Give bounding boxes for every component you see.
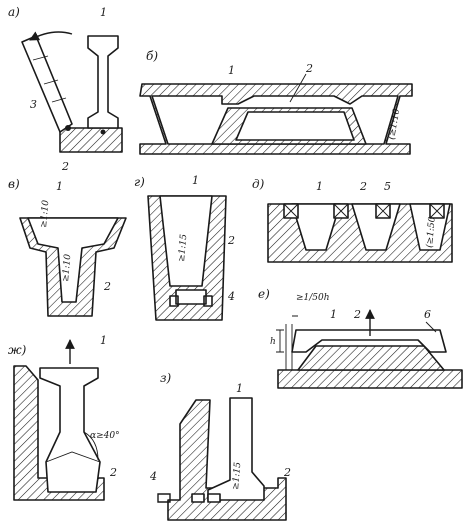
panel-v-slope-top: ≥1:10 — [39, 199, 51, 228]
panel-b-label: б) — [146, 49, 158, 63]
panel-a-label: а) — [8, 5, 20, 19]
panel-d-cavity-1 — [291, 203, 341, 251]
panel-zh-callout-1: 1 — [100, 334, 107, 347]
panel-g-callout-4: 4 — [227, 290, 235, 303]
panel-g-slope: ≥1:15 — [177, 233, 189, 262]
panel-g: г) 1 2 4 ≥1:15 — [134, 174, 235, 321]
panel-e-h: h — [270, 337, 276, 347]
panel-g-bottom-insert — [169, 289, 213, 307]
panel-zh-angle: α≥40° — [90, 431, 120, 441]
panel-z-callout-1: 1 — [236, 382, 243, 395]
panel-d-callout-2: 2 — [359, 180, 367, 193]
panel-e-callout-2: 2 — [353, 308, 361, 321]
panel-d-callout-5: 5 — [384, 180, 391, 193]
panel-b: б) 1 2 (≥1:10 — [139, 49, 413, 155]
panel-z-stud — [157, 493, 171, 503]
panel-zh-label: ж) — [8, 343, 27, 357]
panel-v-cavity — [27, 217, 119, 303]
panel-e: е) ≥1/50h h 1 2 6 — [258, 287, 463, 389]
panel-v-callout-2: 2 — [103, 280, 111, 293]
panel-v-slope-inner: ≥1:10 — [61, 253, 73, 282]
panel-a-callout-1: 1 — [100, 6, 107, 19]
panel-a-hinged-side — [21, 35, 73, 133]
panel-d-callout-1: 1 — [316, 180, 323, 193]
panel-a-i-beam — [87, 35, 119, 129]
panel-g-cavity — [159, 195, 213, 287]
panel-a-callout-2: 2 — [61, 160, 69, 173]
panel-z-label: з) — [160, 371, 172, 385]
panel-b-slope: (≥1:10 — [386, 108, 402, 141]
panel-d: д) 1 2 5 (≥1:50 — [252, 177, 453, 263]
panel-b-core-inner — [235, 111, 355, 141]
panel-e-leader-6 — [425, 321, 437, 333]
panel-a-hinge — [65, 125, 71, 131]
panel-zh: ж) α≥40° 1 2 — [8, 334, 120, 501]
panel-e-dim: ≥1/50h — [296, 293, 330, 303]
panel-b-callout-2: 2 — [305, 62, 313, 75]
panel-z-beam — [207, 397, 265, 501]
panel-a-side-ribs — [32, 55, 67, 103]
panel-g-callout-1: 1 — [192, 174, 199, 187]
panel-g-label: г) — [134, 175, 145, 189]
panel-z-slope: ≥1:15 — [231, 461, 243, 490]
panel-d-label: д) — [252, 177, 265, 191]
panel-e-side-form — [285, 324, 293, 370]
panel-e-label: е) — [258, 287, 270, 301]
panel-v-label: в) — [8, 177, 20, 191]
panel-zh-bottom-core — [45, 451, 101, 463]
panel-z: з) ≥1:15 1 4 2 — [149, 371, 291, 521]
panel-e-dim-lines — [276, 315, 298, 353]
panel-v: в) 1 2 ≥1:10 ≥1:10 — [8, 177, 127, 317]
panel-v-callout-1: 1 — [56, 180, 63, 193]
panel-a-swing-arrow — [29, 31, 73, 41]
panel-d-inserts — [283, 203, 445, 219]
panel-zh-beam — [39, 367, 101, 493]
panel-a: а) 1 3 2 — [8, 5, 123, 173]
panel-zh-angle-arc — [83, 431, 99, 461]
panel-e-callout-6: 6 — [424, 308, 431, 321]
panel-z-callout-4: 4 — [149, 470, 157, 483]
panel-b-leader-2 — [289, 73, 307, 103]
panel-a-bolt — [100, 129, 106, 135]
panel-g-callout-2: 2 — [227, 234, 235, 247]
panel-e-callout-1: 1 — [330, 308, 337, 321]
panel-d-slope: (≥1:50 — [424, 216, 438, 248]
panel-e-panel — [291, 329, 447, 353]
panel-zh-callout-2: 2 — [109, 466, 117, 479]
panel-z-bottom-bolts — [191, 493, 221, 503]
panel-e-core — [297, 345, 445, 371]
panel-z-form — [167, 399, 287, 521]
panel-e-pallet — [277, 369, 463, 389]
panel-a-base — [59, 127, 123, 153]
panel-z-callout-2: 2 — [283, 466, 291, 479]
panel-a-callout-3: 3 — [30, 98, 37, 111]
panel-b-callout-1: 1 — [228, 64, 235, 77]
